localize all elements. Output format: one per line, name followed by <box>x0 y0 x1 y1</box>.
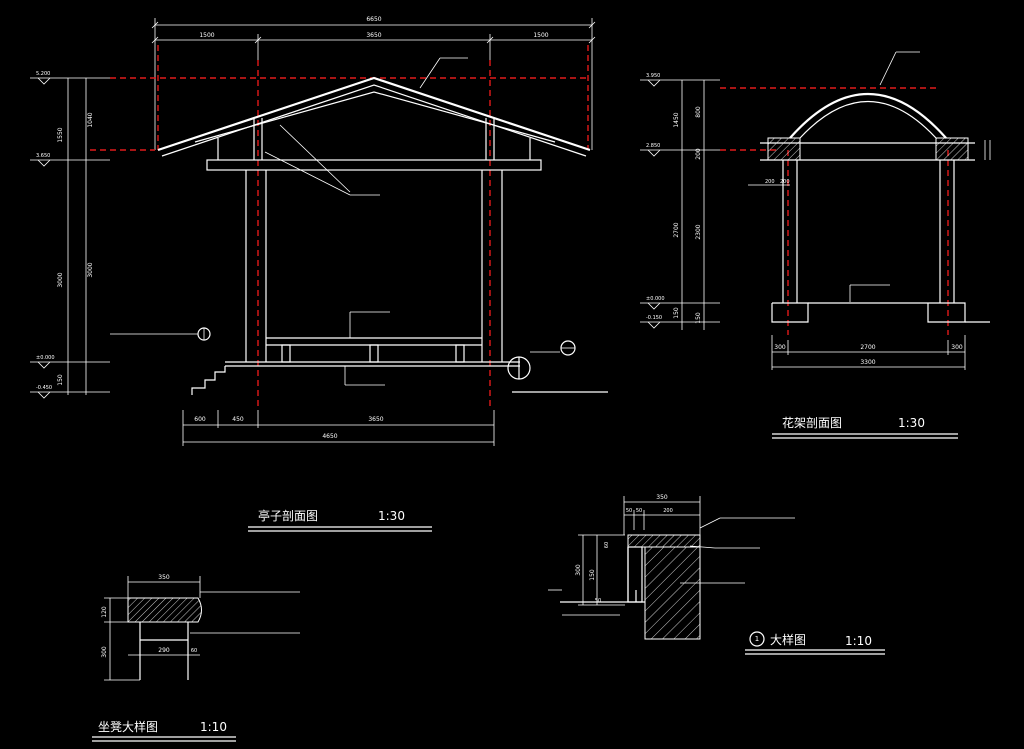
detail-dim-width: 350 <box>656 494 668 501</box>
pergola-dim-inner-1: 800 <box>695 106 702 118</box>
pavilion-roof <box>157 57 591 196</box>
pergola-dim-bottom-a: 300 <box>774 344 786 351</box>
bench-section: 350 290 60 120 300 坐凳大样图 1:10 <box>92 574 300 742</box>
detail-top-dimensions: 350 50 50 200 <box>623 494 701 535</box>
detail-left-dimensions: 300 150 60 50 <box>575 534 625 606</box>
pavilion-columns <box>110 170 608 395</box>
pergola-dim-bottom-b: 2700 <box>860 344 875 351</box>
pavilion-title-block: 亭子剖面图 1:30 <box>248 508 432 532</box>
pergola-structure: 200 200 <box>748 51 991 323</box>
pergola-datum-lines <box>720 87 949 335</box>
pergola-section: 1450 2700 150 800 200 2300 150 3.950 2.8… <box>640 51 991 439</box>
dim-overall-top: 6650 <box>366 16 381 23</box>
pergola-dim-left-2: 2700 <box>673 222 680 237</box>
dim-left-inner-2: 3000 <box>87 262 94 277</box>
pavilion-datum-lines <box>90 45 590 410</box>
bench-dim-h1: 120 <box>101 606 108 618</box>
pergola-title: 花架剖面图 <box>782 415 842 430</box>
level-floor: ±0.000 <box>36 355 55 361</box>
detail-dim-h4: 50 <box>595 598 601 604</box>
detail-dim-w3: 200 <box>663 508 673 514</box>
pergola-level-top: 3.950 <box>646 73 660 79</box>
pergola-post-b: 200 <box>780 179 790 185</box>
dim-bottom-total: 4650 <box>322 433 337 440</box>
bench-dim-top: 350 <box>158 574 170 581</box>
pavilion-left-dimensions: 1550 3000 150 1040 3000 5.200 3.650 ±0.0… <box>30 71 110 399</box>
dim-bottom-c: 3650 <box>368 416 383 423</box>
pergola-dim-inner-4: 150 <box>695 312 702 324</box>
bench-dim-h2: 300 <box>101 646 108 658</box>
dim-left-inner-1: 1040 <box>87 112 94 127</box>
dim-bottom-a: 600 <box>194 416 206 423</box>
bench-title-block: 坐凳大样图 1:10 <box>92 719 236 742</box>
level-top: 5.200 <box>36 71 50 77</box>
level-ground: -0.450 <box>36 385 52 391</box>
level-eave: 3.650 <box>36 153 50 159</box>
detail-dim-w1: 50 <box>626 508 632 514</box>
pavilion-top-dimensions: 6650 1500 3650 1500 <box>151 16 596 150</box>
bench-scale: 1:10 <box>200 720 227 734</box>
pergola-post-a: 200 <box>765 179 775 185</box>
pergola-level-floor: ±0.000 <box>646 296 665 302</box>
detail-dim-w2: 50 <box>636 508 642 514</box>
pergola-dim-inner-2: 200 <box>695 148 702 160</box>
pergola-dim-left-1: 1450 <box>673 112 680 127</box>
detail-title-block: 1 大样图 1:10 <box>745 631 885 655</box>
detail-body <box>548 517 795 640</box>
dim-left-1: 1550 <box>57 127 64 142</box>
detail-section: 350 50 50 200 300 150 60 50 <box>548 494 885 655</box>
dim-left-2: 3000 <box>57 272 64 287</box>
pergola-dim-inner-3: 2300 <box>695 224 702 239</box>
dim-bottom-b: 450 <box>232 416 244 423</box>
bench-dim-side: 60 <box>191 648 197 654</box>
bench-dim-mid: 290 <box>158 647 170 654</box>
dim-top-mid: 3650 <box>366 32 381 39</box>
pavilion-scale: 1:30 <box>378 509 405 523</box>
pavilion-bottom-dimensions: 600 450 3650 4650 <box>182 410 495 446</box>
detail-dim-h3: 60 <box>604 542 610 548</box>
detail-dim-h1: 300 <box>575 564 582 576</box>
pergola-title-block: 花架剖面图 1:30 <box>772 415 958 439</box>
pavilion-section: 6650 1500 3650 1500 1550 3000 150 1040 3… <box>30 16 608 532</box>
pergola-scale: 1:30 <box>898 416 925 430</box>
pergola-dim-left-3: 150 <box>673 307 680 319</box>
pergola-dim-bottom-total: 3300 <box>860 359 875 366</box>
pergola-left-dimensions: 1450 2700 150 800 200 2300 150 3.950 2.8… <box>640 73 720 330</box>
pergola-level-beam: 2.850 <box>646 143 660 149</box>
bench-title: 坐凳大样图 <box>98 719 158 734</box>
pavilion-title: 亭子剖面图 <box>258 508 318 523</box>
detail-dim-h2: 150 <box>589 569 596 581</box>
bench-dimensions: 350 290 60 120 300 <box>101 574 201 681</box>
detail-scale: 1:10 <box>845 634 872 648</box>
dim-top-left: 1500 <box>199 32 214 39</box>
detail-title: 大样图 <box>770 632 806 647</box>
pergola-bottom-dimensions: 300 2700 300 3300 <box>771 335 966 370</box>
detail-number: 1 <box>755 635 759 643</box>
pergola-dim-bottom-c: 300 <box>951 344 963 351</box>
dim-left-3: 150 <box>57 374 64 386</box>
dim-top-right: 1500 <box>533 32 548 39</box>
pergola-level-ground: -0.150 <box>646 315 662 321</box>
bench-body <box>127 591 300 680</box>
